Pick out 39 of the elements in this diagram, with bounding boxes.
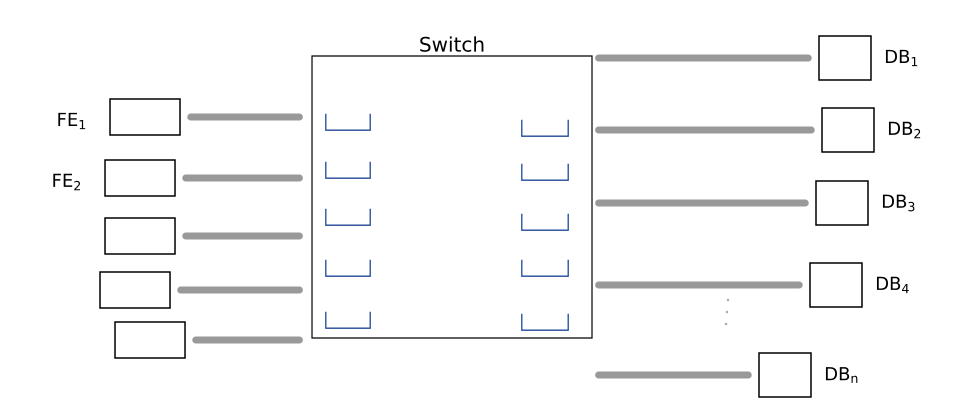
- switch-box: Switch: [311, 36, 593, 339]
- port-symbol: [521, 164, 569, 181]
- connector-line: [595, 200, 809, 206]
- port-symbol: [521, 314, 569, 331]
- box-label: DB$_{4}$: [876, 276, 909, 294]
- server-box: [818, 35, 872, 81]
- server-box: [99, 271, 171, 309]
- port-symbol: [521, 260, 569, 277]
- connector-line: [595, 372, 752, 378]
- port-symbol: [325, 162, 371, 179]
- port-symbol: [521, 120, 569, 137]
- port-symbol: [325, 208, 371, 226]
- port-symbol: [325, 114, 371, 131]
- server-box: [821, 107, 875, 153]
- server-box: [815, 180, 869, 226]
- connector-line: [595, 126, 815, 134]
- server-box: [104, 159, 176, 197]
- connector-line: [182, 174, 303, 182]
- box-label: DB$_{n}$: [826, 367, 858, 383]
- server-box: [809, 262, 863, 308]
- box-label: FE$_{2}$: [53, 174, 80, 190]
- server-box: [758, 352, 812, 398]
- box-label: DB$_{1}$: [886, 50, 918, 66]
- connector-line: [595, 282, 803, 288]
- box-label: DB$_{3}$: [882, 194, 914, 212]
- port-symbol: [325, 312, 371, 329]
- connector-line: [177, 286, 303, 294]
- node-label: Switch: [420, 36, 484, 52]
- box-label: DB$_{2}$: [888, 122, 920, 138]
- connector-line: [187, 114, 303, 120]
- port-symbol: [325, 260, 371, 277]
- connector-line: [182, 232, 303, 240]
- connector-line: [192, 336, 303, 344]
- connector-line: [595, 54, 812, 62]
- port-symbol: [521, 214, 569, 231]
- box-label: FE$_{1}$: [58, 112, 86, 130]
- server-box: [109, 98, 181, 136]
- server-box: [114, 321, 186, 359]
- server-box: [104, 217, 176, 255]
